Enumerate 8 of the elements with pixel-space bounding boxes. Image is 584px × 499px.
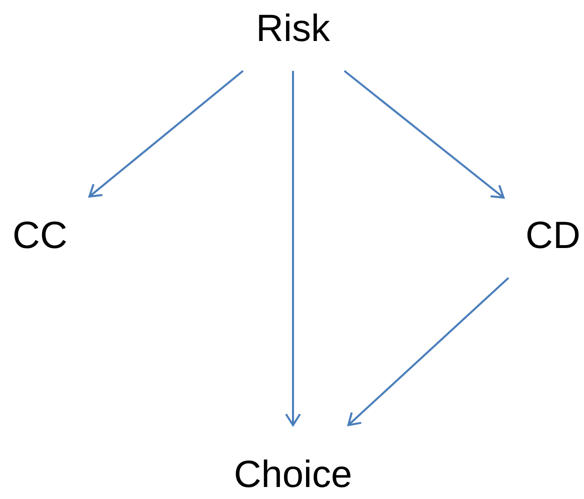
arrow xyxy=(285,70,301,426)
node-label: Risk xyxy=(256,9,330,51)
arrow xyxy=(88,70,244,198)
node-label: CC xyxy=(12,216,68,258)
node-label: Choice xyxy=(234,455,352,497)
arrow xyxy=(347,277,510,426)
arrow xyxy=(344,70,505,199)
node-label: CD xyxy=(526,216,580,258)
